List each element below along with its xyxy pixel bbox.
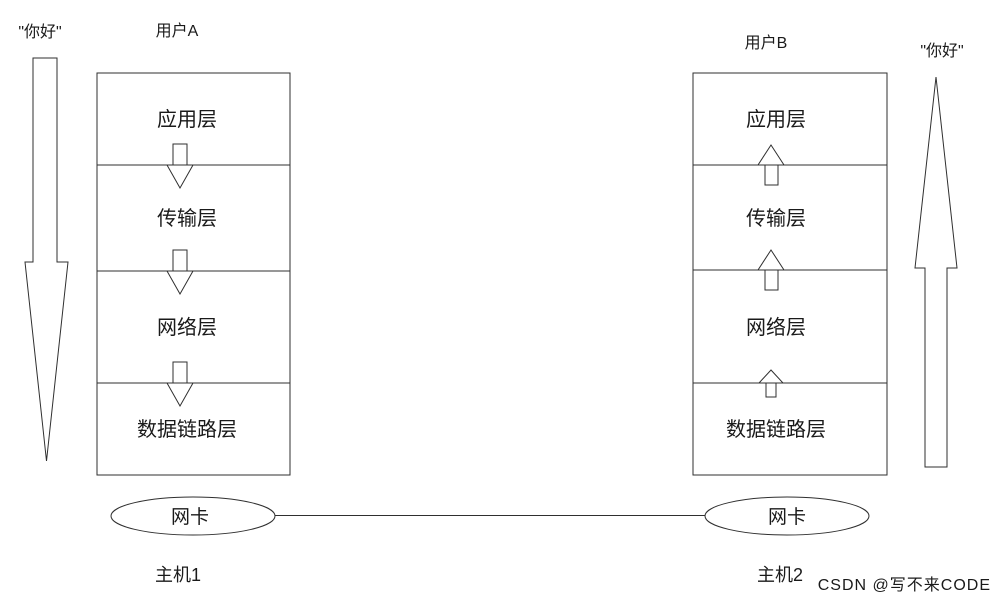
host1-stack: 应用层 传输层 网络层 数据链路层	[96, 72, 291, 476]
host1-stack-border	[96, 72, 291, 476]
user-b-label: 用户B	[745, 34, 788, 52]
down-arrow-icon	[166, 361, 194, 408]
host2-layer-datalink: 数据链路层	[726, 418, 826, 441]
up-arrow-icon	[757, 249, 785, 291]
host2-label: 主机2	[757, 565, 803, 585]
up-arrow-icon	[757, 144, 785, 186]
host2-stack: 应用层 传输层 网络层 数据链路层	[692, 72, 888, 476]
down-arrow-icon	[166, 249, 194, 296]
host2-stack-border	[692, 72, 888, 476]
host1-layer-network: 网络层	[157, 316, 217, 339]
user-a-label: 用户A	[156, 22, 199, 40]
watermark: CSDN @写不来CODE	[818, 576, 991, 594]
down-arrow-icon	[166, 143, 194, 190]
host2-nic-label: 网卡	[768, 506, 806, 528]
host1-label: 主机1	[155, 565, 201, 585]
message-text-right: "你好"	[920, 42, 963, 60]
host1-layer-transport: 传输层	[157, 207, 217, 230]
up-arrow-icon	[757, 369, 785, 398]
message-up-arrow-icon	[914, 76, 958, 468]
host1-nic-label: 网卡	[171, 506, 209, 528]
host2-layer-transport: 传输层	[746, 207, 806, 230]
host2-layer-application: 应用层	[746, 108, 806, 131]
host1-layer-datalink: 数据链路层	[137, 418, 237, 441]
host2-layer-network: 网络层	[746, 316, 806, 339]
message-text-left: "你好"	[18, 23, 61, 41]
message-down-arrow-icon	[24, 57, 69, 462]
host1-layer-application: 应用层	[157, 108, 217, 131]
